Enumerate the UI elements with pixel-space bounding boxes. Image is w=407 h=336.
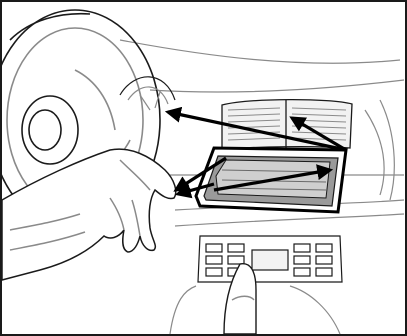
arrow-across-panel (213, 164, 334, 192)
hand (1, 148, 177, 281)
arrow-to-hand-lower (174, 182, 215, 199)
arrows (164, 106, 347, 199)
climate-control-panel (197, 235, 343, 283)
center-console (169, 285, 341, 335)
gauge-cluster (119, 76, 176, 111)
gear-lever (223, 263, 257, 335)
arrow-to-gauge (164, 106, 347, 152)
arrow-to-vent (289, 116, 347, 152)
